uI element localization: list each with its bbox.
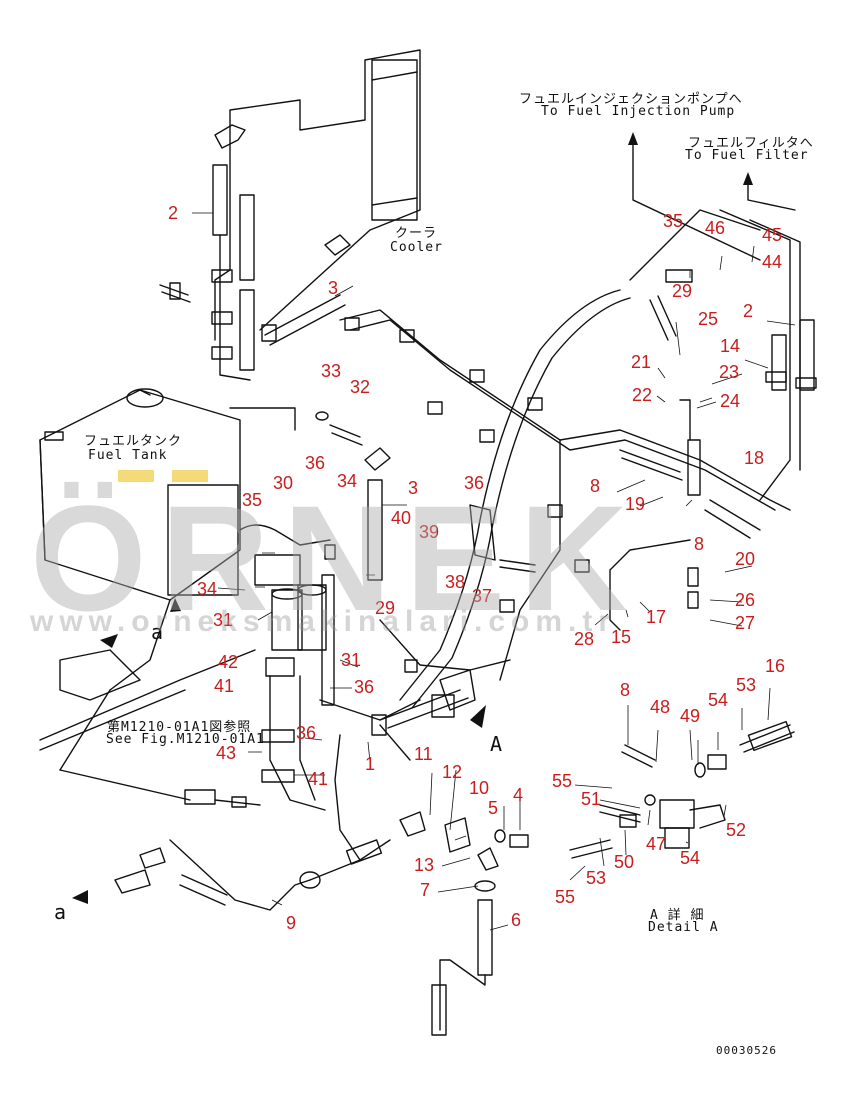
part-callout: 2 bbox=[743, 301, 754, 321]
part-callout: 4 bbox=[513, 785, 524, 805]
part-callout: 45 bbox=[762, 225, 783, 245]
view-a-label: A bbox=[490, 732, 504, 756]
part-callout: 42 bbox=[218, 652, 239, 672]
part-callout: 33 bbox=[321, 361, 342, 381]
part-callout: 28 bbox=[574, 629, 595, 649]
part-callout: 52 bbox=[726, 820, 747, 840]
part-callout: 54 bbox=[680, 848, 701, 868]
part-callout: 36 bbox=[296, 723, 317, 743]
part-callout: 21 bbox=[631, 352, 652, 372]
part-callout: 40 bbox=[391, 508, 412, 528]
part-callout: 44 bbox=[762, 252, 783, 272]
part-callout: 24 bbox=[720, 391, 741, 411]
part-callout: 31 bbox=[341, 650, 362, 670]
part-callout: 54 bbox=[708, 690, 729, 710]
part-callout: 25 bbox=[698, 309, 719, 329]
part-callout: 51 bbox=[581, 789, 602, 809]
part-callout: 36 bbox=[464, 473, 485, 493]
part-callout: 36 bbox=[354, 677, 375, 697]
detail-a-jp-label: A 詳 細 bbox=[650, 908, 705, 923]
to-injection-pump-en-label: To Fuel Injection Pump bbox=[541, 104, 736, 119]
part-callout: 13 bbox=[414, 855, 435, 875]
part-callout: 17 bbox=[646, 607, 667, 627]
part-callout: 55 bbox=[555, 887, 576, 907]
part-callout: 7 bbox=[420, 880, 431, 900]
part-callout: 41 bbox=[308, 769, 329, 789]
part-callout: 35 bbox=[663, 211, 684, 231]
part-callout: 3 bbox=[408, 478, 419, 498]
part-callout: 8 bbox=[590, 476, 601, 496]
part-callout: 14 bbox=[720, 336, 741, 356]
watermark-accent bbox=[118, 470, 154, 482]
part-callout: 46 bbox=[705, 218, 726, 238]
watermark-accent bbox=[172, 470, 208, 482]
fuel-tank-en-label: Fuel Tank bbox=[88, 448, 168, 463]
part-callout: 55 bbox=[552, 771, 573, 791]
part-callout: 29 bbox=[672, 281, 693, 301]
part-callout: 2 bbox=[168, 203, 179, 223]
ref-a-upper-label: a bbox=[151, 620, 165, 644]
part-callout: 10 bbox=[469, 778, 490, 798]
part-callout: 37 bbox=[472, 586, 493, 606]
part-callout: 31 bbox=[213, 610, 234, 630]
part-callout: 1 bbox=[365, 754, 376, 774]
ref-a-lower-label: a bbox=[54, 900, 68, 924]
detail-a-en-label: Detail A bbox=[648, 920, 719, 935]
see-fig-en-label: See Fig.M1210-01A1 bbox=[106, 732, 265, 747]
part-callout: 32 bbox=[350, 377, 371, 397]
part-callout: 16 bbox=[765, 656, 786, 676]
part-callout: 38 bbox=[445, 572, 466, 592]
cooler-jp-label: クーラ bbox=[395, 226, 438, 241]
part-callout: 27 bbox=[735, 613, 756, 633]
cooler-en-label: Cooler bbox=[390, 240, 443, 255]
part-callout: 47 bbox=[646, 834, 667, 854]
part-callout: 3 bbox=[328, 278, 339, 298]
part-callout: 12 bbox=[442, 762, 463, 782]
see-fig-jp-label: 第M1210-01A1図参照 bbox=[107, 720, 252, 735]
part-callout: 20 bbox=[735, 549, 756, 569]
part-callout: 8 bbox=[620, 680, 631, 700]
part-callout: 36 bbox=[305, 453, 326, 473]
part-callout: 15 bbox=[611, 627, 632, 647]
to-fuel-filter-en-label: To Fuel Filter bbox=[685, 148, 809, 163]
part-callout: 50 bbox=[614, 852, 635, 872]
part-callout: 22 bbox=[632, 385, 653, 405]
to-injection-pump-jp-label: フュエルインジェクションポンプへ bbox=[519, 92, 743, 107]
part-callout: 30 bbox=[273, 473, 294, 493]
drawing-number-label: 00030526 bbox=[716, 1044, 777, 1057]
part-callout: 18 bbox=[744, 448, 765, 468]
part-callout: 8 bbox=[694, 534, 705, 554]
part-callout: 53 bbox=[586, 868, 607, 888]
part-callout: 6 bbox=[511, 910, 522, 930]
to-fuel-filter-jp-label: フュエルフィルタへ bbox=[688, 136, 814, 151]
part-callout: 11 bbox=[414, 744, 433, 764]
part-callout: 5 bbox=[488, 798, 499, 818]
part-callout: 48 bbox=[650, 697, 671, 717]
part-callout: 43 bbox=[216, 743, 237, 763]
part-callout: 41 bbox=[214, 676, 235, 696]
part-callout: 29 bbox=[375, 598, 396, 618]
fuel-tank-jp-label: フュエルタンク bbox=[84, 434, 183, 449]
part-callout: 19 bbox=[625, 494, 646, 514]
part-callout: 23 bbox=[719, 362, 740, 382]
part-callout: 34 bbox=[197, 579, 218, 599]
part-callout: 26 bbox=[735, 590, 756, 610]
part-callout: 34 bbox=[337, 471, 358, 491]
part-callout: 9 bbox=[286, 913, 297, 933]
part-callout: 39 bbox=[419, 522, 440, 542]
part-callout: 35 bbox=[242, 490, 263, 510]
part-callout: 49 bbox=[680, 706, 701, 726]
part-callout: 53 bbox=[736, 675, 757, 695]
